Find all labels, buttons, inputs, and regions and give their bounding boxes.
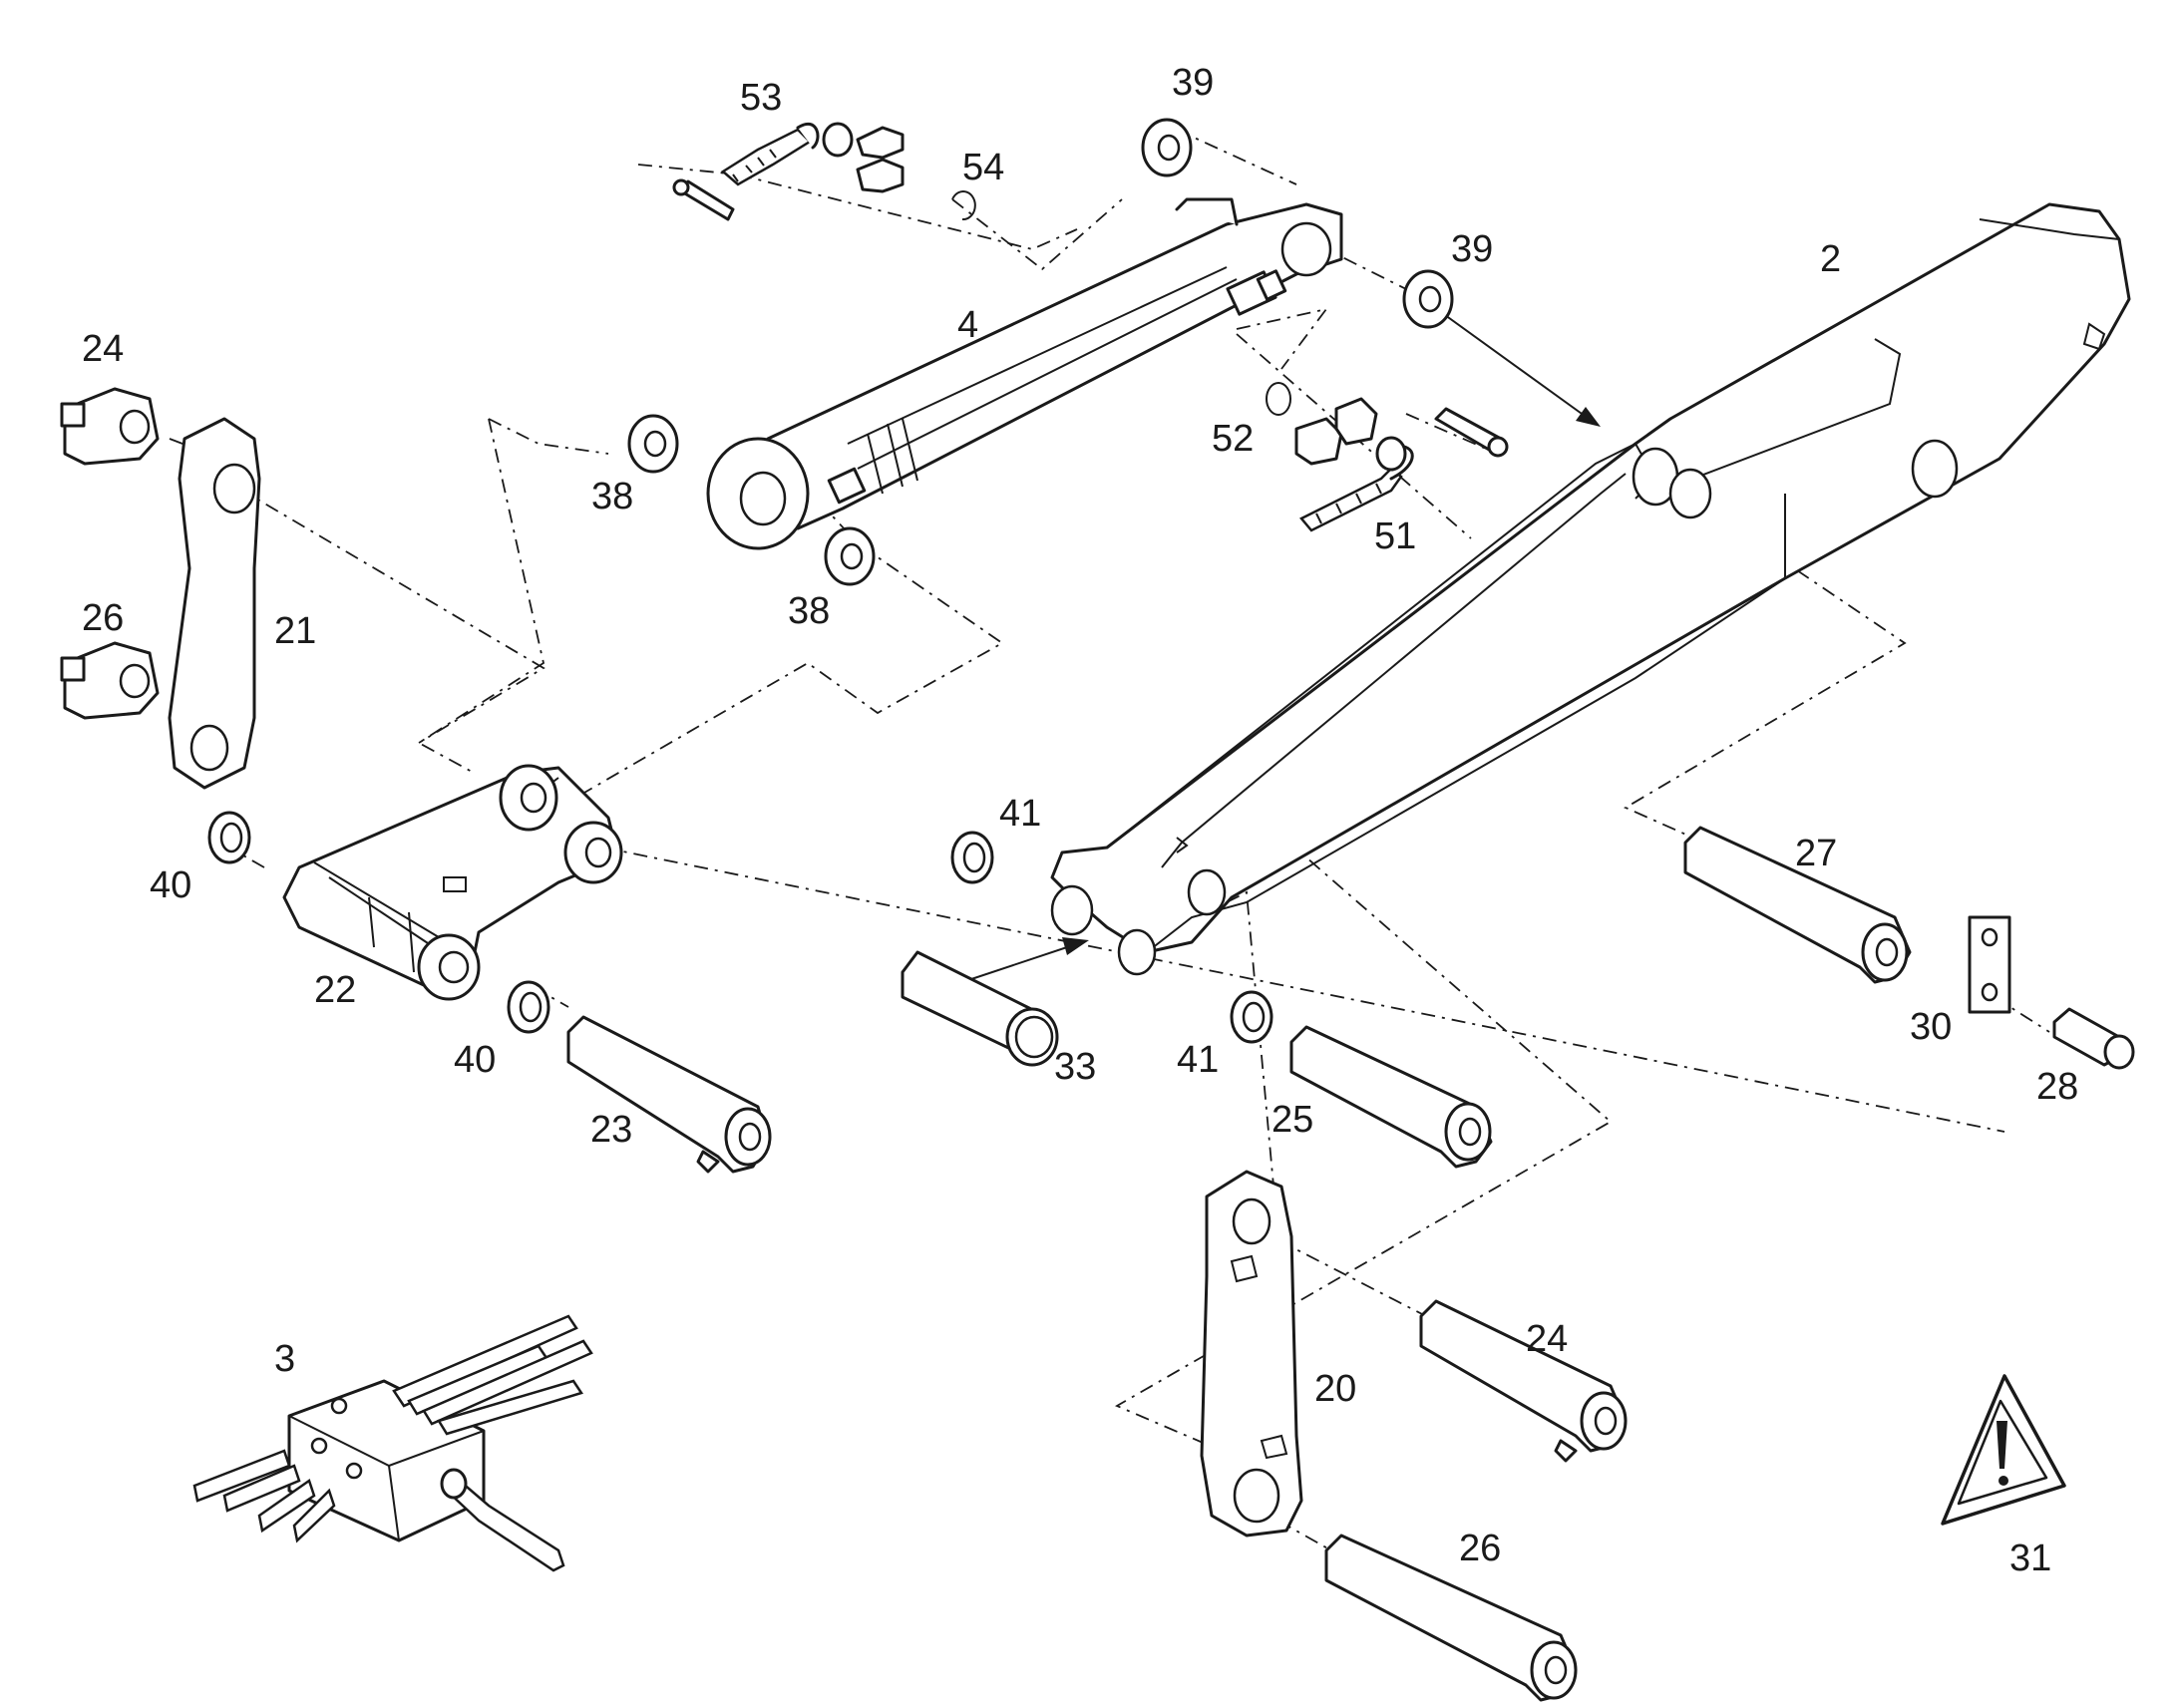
hose-fitting-53: [720, 122, 905, 193]
callout-4: 4: [957, 304, 978, 346]
callout-30: 30: [1910, 1006, 1952, 1048]
bolt-53: [672, 178, 735, 221]
callout-38-lower: 38: [788, 590, 830, 632]
hose-fittings: [720, 122, 1414, 532]
boom-part-2: [1050, 202, 2131, 976]
callout-31: 31: [2009, 1537, 2051, 1579]
callout-39-top: 39: [1172, 62, 1214, 104]
callout-23: 23: [590, 1109, 632, 1151]
valve-block-part-3: [192, 1314, 593, 1572]
washer-39-top: [1141, 118, 1193, 177]
callout-33: 33: [1054, 1046, 1096, 1088]
washer-39-right: [1402, 269, 1454, 329]
washer-38-lower: [824, 526, 876, 586]
warning-triangle-icon: [1941, 1374, 2066, 1526]
pin-25: [1289, 1025, 1493, 1169]
washer-38-upper: [627, 414, 679, 474]
link-part-21: [168, 417, 261, 790]
small-parts: [60, 118, 2135, 1070]
pins: [566, 826, 1912, 1702]
pin-27: [1683, 826, 1912, 984]
callout-24-lower: 24: [1526, 1318, 1568, 1360]
hose-fitting-51: [1294, 397, 1414, 532]
bolt-28: [2052, 1007, 2135, 1070]
o-ring-54: [951, 190, 976, 221]
link-part-20: [1200, 1170, 1303, 1537]
clamp-26-upper: [60, 641, 160, 720]
ring-40-upper: [207, 811, 251, 864]
callout-21: 21: [274, 610, 316, 652]
ring-40-lower: [507, 980, 550, 1034]
callout-27: 27: [1795, 833, 1837, 874]
bolt-51: [1434, 407, 1509, 458]
pin-23: [566, 1015, 772, 1174]
pin-24-lower: [1419, 1299, 1628, 1463]
callout-41-lower: 41: [1177, 1039, 1219, 1081]
callout-40-lower: 40: [454, 1039, 496, 1081]
plate-30: [1968, 915, 2011, 1014]
o-ring-52: [1266, 382, 1291, 416]
callout-26-upper: 26: [82, 597, 124, 639]
callout-28: 28: [2036, 1066, 2078, 1108]
cylinder-part-4: [706, 197, 1343, 550]
callout-38-upper: 38: [591, 476, 633, 517]
callout-24-upper: 24: [82, 328, 124, 370]
callout-2: 2: [1820, 238, 1841, 280]
ring-41-upper: [950, 831, 994, 884]
pin-33: [901, 950, 1059, 1067]
callout-26-lower: 26: [1459, 1528, 1501, 1569]
callout-labels: 53 39 54 39 2 4 24 52 38 51 38 26 21 41 …: [82, 62, 2078, 1579]
callout-41-upper: 41: [999, 793, 1041, 835]
callout-39-right: 39: [1451, 228, 1493, 270]
callout-52: 52: [1212, 418, 1254, 460]
clamp-24-upper: [60, 387, 160, 466]
callout-25: 25: [1272, 1099, 1313, 1141]
callout-22: 22: [314, 969, 356, 1011]
rocker-frame-part-22: [282, 764, 623, 1001]
callout-3: 3: [274, 1338, 295, 1380]
callout-53: 53: [740, 77, 782, 119]
callout-51: 51: [1374, 515, 1416, 557]
callout-40-upper: 40: [150, 864, 191, 906]
callout-20: 20: [1314, 1368, 1356, 1410]
ring-41-lower: [1230, 990, 1273, 1044]
pin-26-lower: [1324, 1534, 1578, 1702]
callout-54: 54: [962, 147, 1004, 188]
